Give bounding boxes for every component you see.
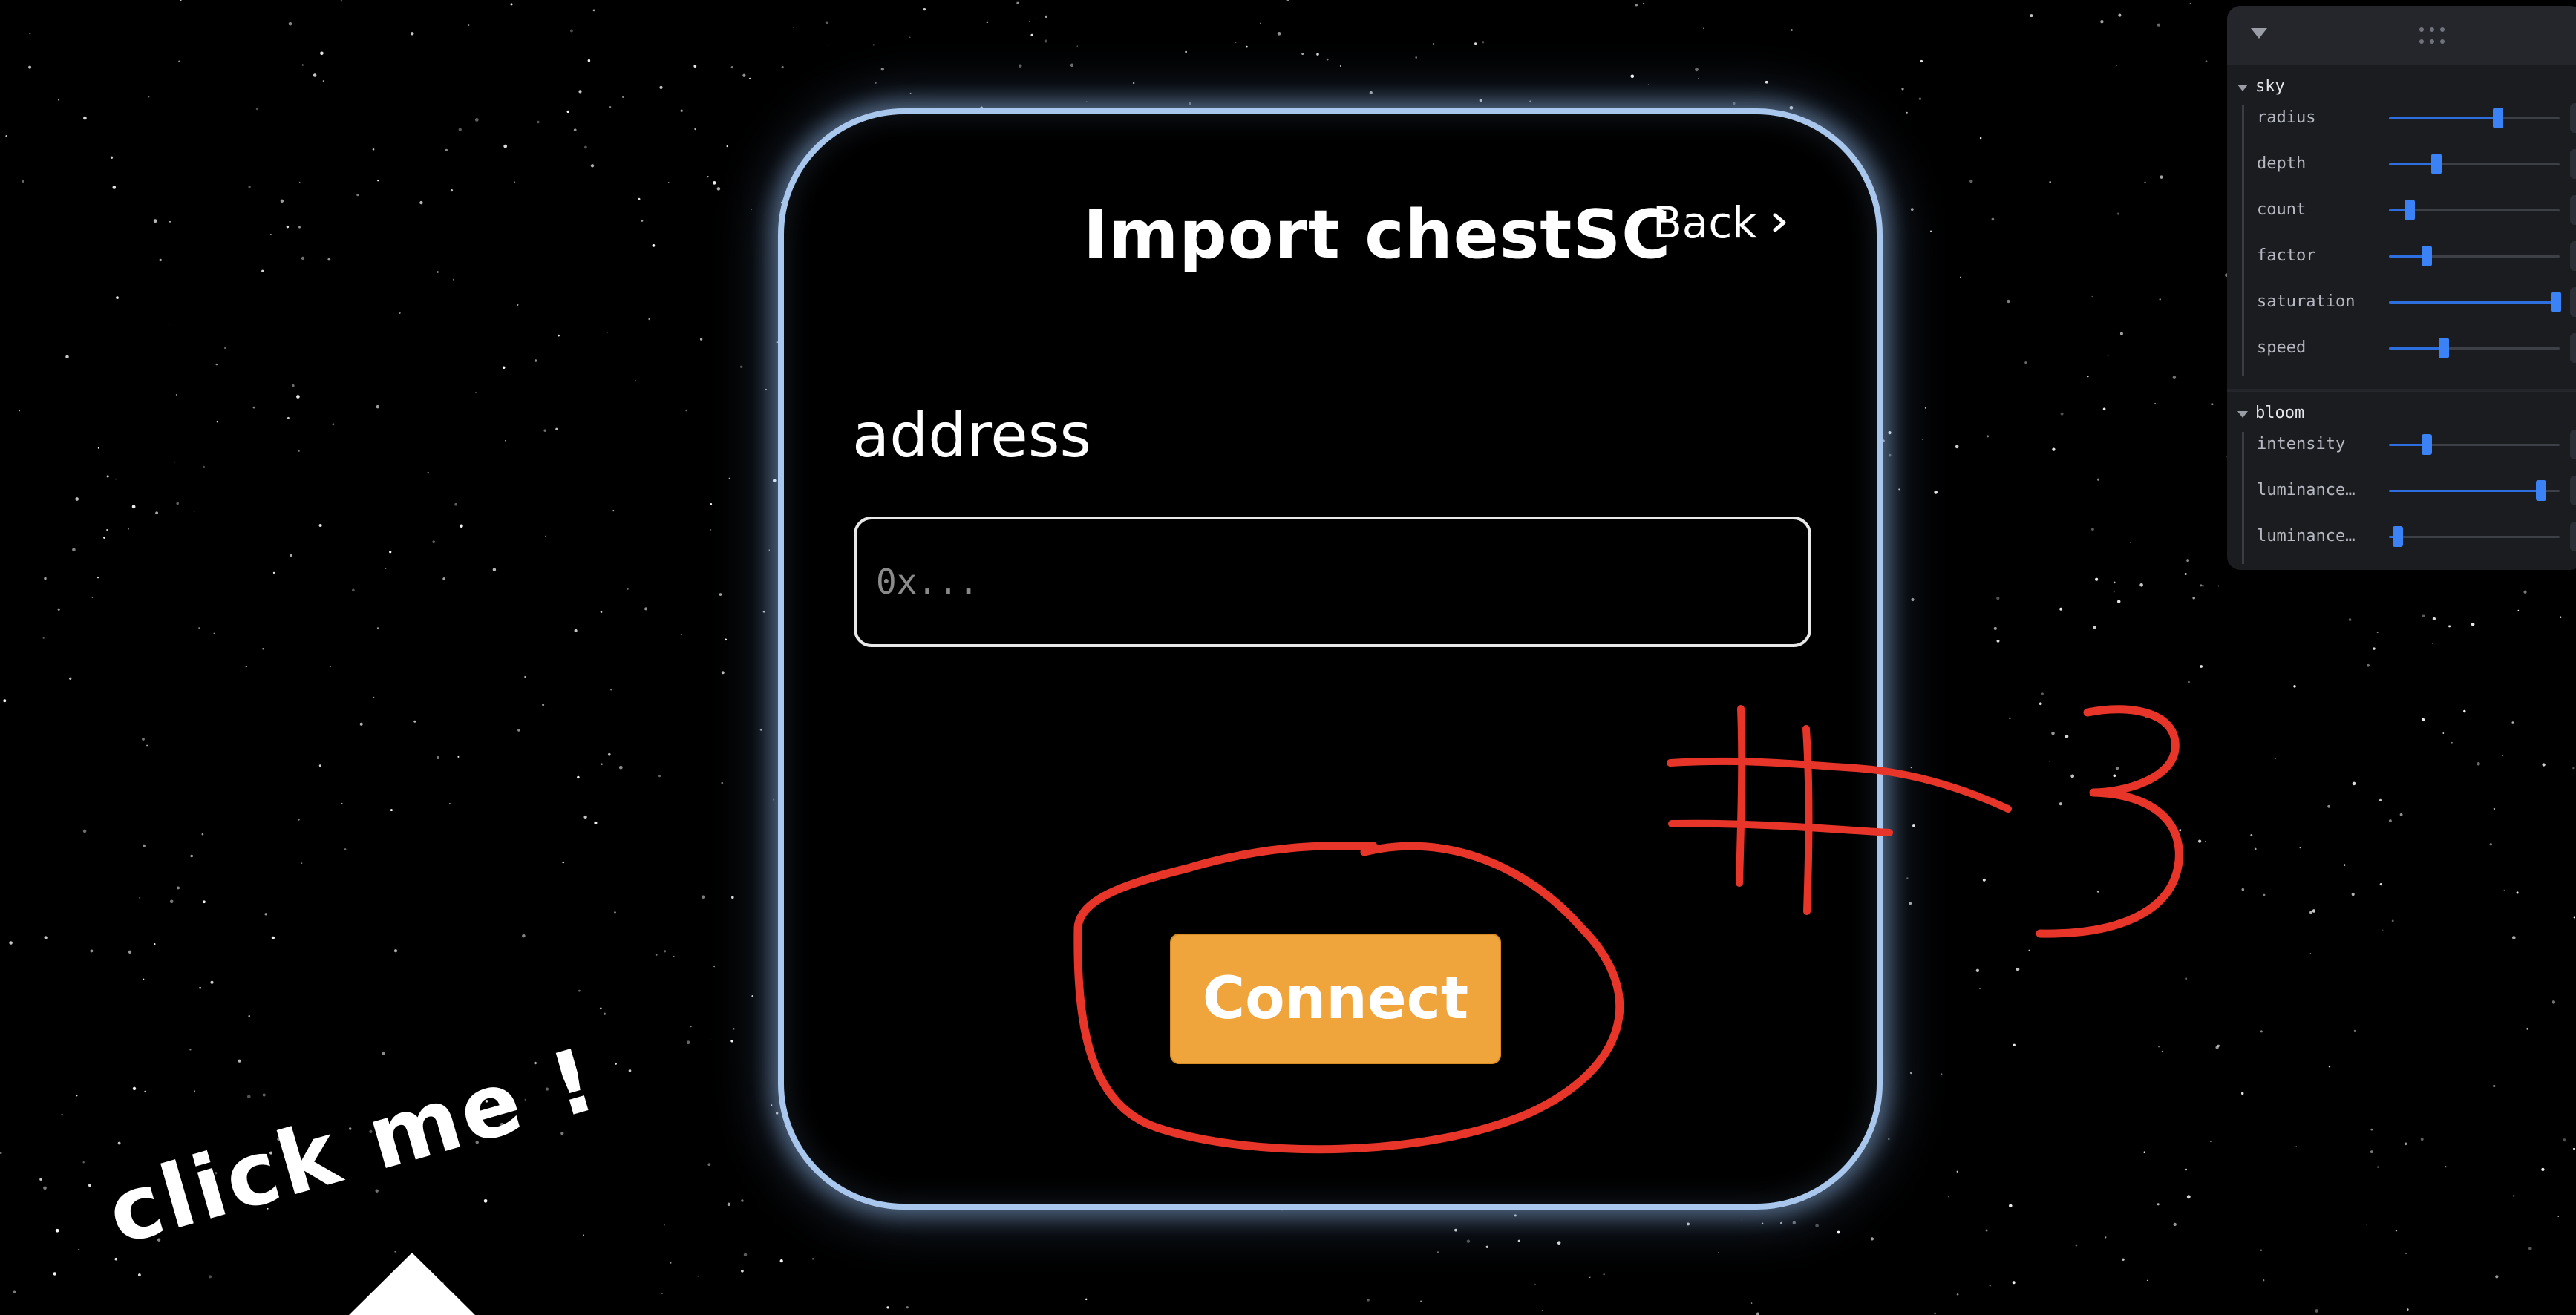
slider-knob[interactable] <box>2421 246 2432 266</box>
back-label: Back <box>1653 197 1757 248</box>
folder-title-bloom[interactable]: bloom <box>2255 404 2305 422</box>
param-slider[interactable] <box>2389 479 2560 502</box>
slider-track <box>2389 209 2560 211</box>
slider-fill <box>2389 490 2541 492</box>
collapse-icon[interactable] <box>2251 28 2267 39</box>
slider-track <box>2389 536 2560 538</box>
slider-knob[interactable] <box>2421 434 2432 455</box>
slider-knob[interactable] <box>2392 526 2403 547</box>
param-value-input[interactable] <box>2570 522 2576 551</box>
slider-knob[interactable] <box>2535 480 2546 501</box>
param-label: saturation <box>2257 292 2356 311</box>
import-modal: Import chestSC Back address Connect <box>778 108 1883 1210</box>
param-value-input[interactable] <box>2570 241 2576 271</box>
slider-fill <box>2389 444 2427 446</box>
address-input[interactable] <box>854 517 1811 647</box>
param-value-input[interactable] <box>2570 476 2576 505</box>
slider-knob[interactable] <box>2551 292 2562 312</box>
folder-indent-line <box>2242 432 2244 564</box>
param-label: factor <box>2257 246 2316 265</box>
drag-handle-icon[interactable] <box>2419 25 2451 47</box>
param-label: speed <box>2257 338 2307 357</box>
connect-button[interactable]: Connect <box>1170 934 1501 1064</box>
param-slider[interactable] <box>2389 433 2560 456</box>
tweak-panel: sky radius depth count factor saturation speed… <box>2227 6 2576 570</box>
param-slider[interactable] <box>2389 199 2560 221</box>
slider-fill <box>2389 255 2427 258</box>
param-label: radius <box>2257 108 2316 127</box>
back-button[interactable]: Back <box>1653 197 1790 248</box>
folder-title-sky[interactable]: sky <box>2255 77 2285 96</box>
slider-knob[interactable] <box>2493 108 2504 128</box>
slider-track <box>2389 444 2560 446</box>
slider-fill <box>2389 347 2444 350</box>
param-value-input[interactable] <box>2570 149 2576 179</box>
param-slider[interactable] <box>2389 153 2560 175</box>
slider-fill <box>2389 117 2499 119</box>
slider-track <box>2389 255 2560 258</box>
slider-knob[interactable] <box>2404 200 2415 220</box>
param-value-input[interactable] <box>2570 287 2576 317</box>
param-slider[interactable] <box>2389 107 2560 129</box>
param-slider[interactable] <box>2389 525 2560 548</box>
slider-track <box>2389 347 2560 350</box>
param-label: luminance… <box>2257 481 2356 499</box>
param-label: depth <box>2257 154 2307 173</box>
slider-fill <box>2389 301 2557 304</box>
param-slider[interactable] <box>2389 291 2562 313</box>
param-label: intensity <box>2257 435 2346 453</box>
param-label: count <box>2257 200 2307 219</box>
panel-header <box>2227 6 2576 65</box>
param-value-input[interactable] <box>2570 195 2576 225</box>
modal-title: Import chestSC <box>1083 196 1672 274</box>
param-value-input[interactable] <box>2570 430 2576 459</box>
slider-knob[interactable] <box>2431 154 2442 174</box>
param-label: luminance… <box>2257 527 2356 545</box>
folder-toggle-icon[interactable] <box>2237 411 2248 418</box>
param-value-input[interactable] <box>2570 103 2576 133</box>
param-slider[interactable] <box>2389 337 2560 359</box>
address-label: address <box>852 401 1092 471</box>
slider-fill <box>2389 209 2410 211</box>
param-value-input[interactable] <box>2570 333 2576 363</box>
folder-indent-line <box>2242 105 2244 376</box>
slider-fill <box>2389 163 2437 165</box>
folder-separator <box>2227 389 2576 392</box>
slider-knob[interactable] <box>2438 338 2449 358</box>
folder-toggle-icon[interactable] <box>2237 85 2248 91</box>
chevron-right-icon <box>1773 213 1786 232</box>
slider-track <box>2389 163 2560 165</box>
param-slider[interactable] <box>2389 245 2560 267</box>
